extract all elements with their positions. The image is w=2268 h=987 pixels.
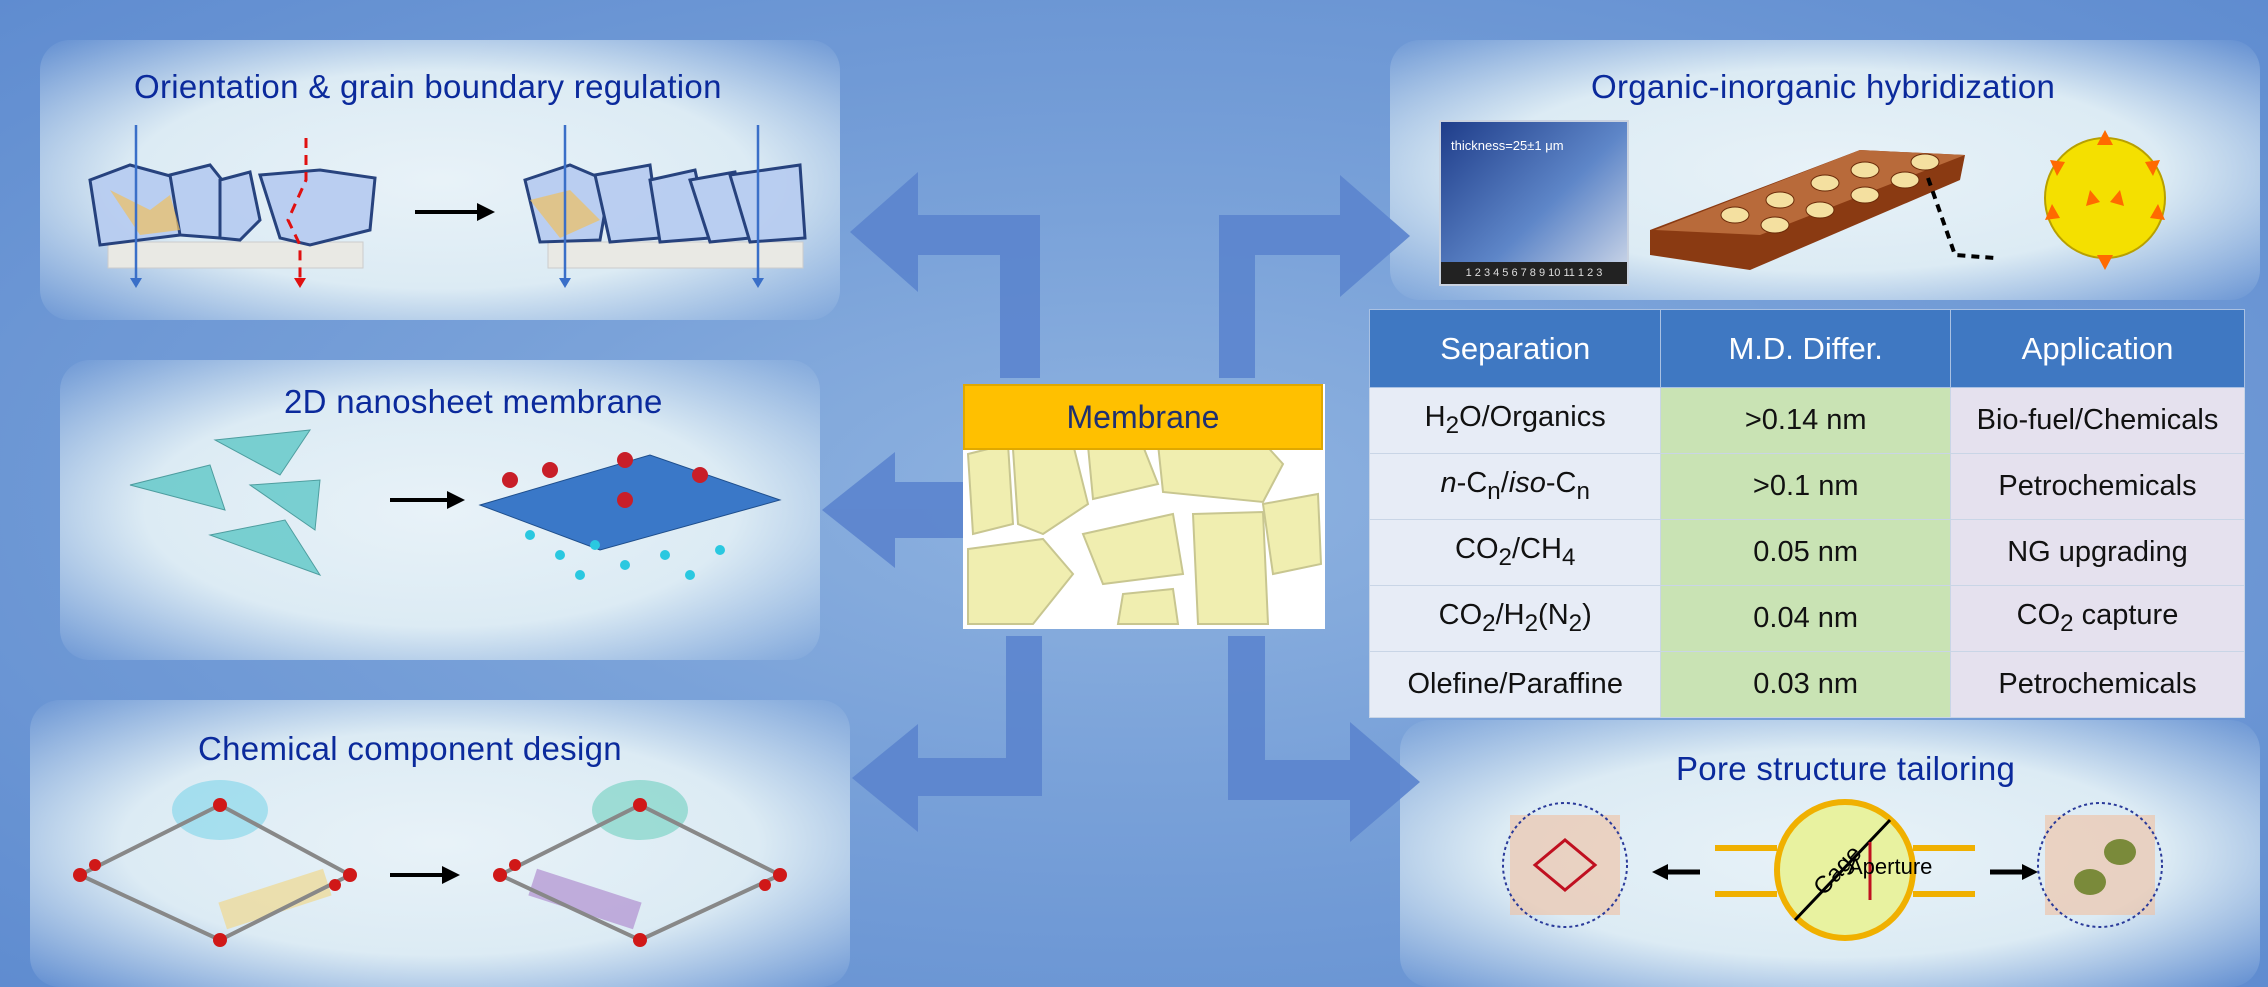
thickness-label: thickness=25±1 μm	[1451, 138, 1564, 153]
orientation-figure	[88, 125, 807, 288]
cell-separation: n-Cn/iso-Cn	[1368, 453, 1662, 520]
table-header-row: Separation M.D. Differ. Application	[1368, 309, 2246, 388]
membrane-label: Membrane	[963, 384, 1323, 450]
cell-md-differ: 0.05 nm	[1660, 519, 1951, 586]
cell-md-differ: >0.1 nm	[1660, 453, 1951, 520]
nanosheet-figure	[129, 429, 782, 580]
cell-md-differ: 0.04 nm	[1660, 585, 1951, 652]
title-orientation: Orientation & grain boundary regulation	[134, 68, 722, 105]
cell-md-differ: >0.14 nm	[1660, 387, 1951, 454]
header-application: Application	[1949, 309, 2246, 388]
title-nanosheet: 2D nanosheet membrane	[284, 383, 663, 420]
cell-separation: CO2/H2(N2)	[1368, 585, 1662, 652]
cell-application: Petrochemicals	[1949, 453, 2246, 520]
pore-figure: Cage Aperture	[1502, 799, 2163, 941]
mof-right	[2037, 802, 2163, 928]
header-separation: Separation	[1368, 309, 1662, 388]
cell-separation: H2O/Organics	[1368, 387, 1662, 454]
arrow-to-chemical	[852, 636, 1042, 832]
cell-application: NG upgrading	[1949, 519, 2246, 586]
header-md-differ: M.D. Differ.	[1660, 309, 1951, 388]
arrow-to-hybrid	[1219, 175, 1410, 378]
title-hybrid: Organic-inorganic hybridization	[1591, 68, 2056, 105]
membrane-photo: thickness=25±1 μm 1 2 3 4 5 6 7 8 9 10 1…	[1439, 120, 1629, 286]
chemical-figure	[73, 780, 787, 947]
separation-table: Separation M.D. Differ. Application H2O/…	[1368, 309, 2246, 718]
cell-separation: Olefine/Paraffine	[1368, 651, 1662, 718]
title-chemical: Chemical component design	[198, 730, 622, 767]
cell-application: CO2 capture	[1949, 585, 2246, 652]
ruler: 1 2 3 4 5 6 7 8 9 10 11 1 2 3	[1441, 262, 1627, 284]
cell-application: Bio-fuel/Chemicals	[1949, 387, 2246, 454]
cell-md-differ: 0.03 nm	[1660, 651, 1951, 718]
aperture-label: Aperture	[1848, 854, 1932, 879]
cell-application: Petrochemicals	[1949, 651, 2246, 718]
arrow-to-nanosheet	[822, 452, 963, 568]
mof-left	[1502, 802, 1628, 928]
cell-separation: CO2/CH4	[1368, 519, 1662, 586]
arrow-to-orientation	[850, 172, 1040, 378]
arrow-to-pore	[1228, 636, 1420, 842]
hybrid-figure	[1650, 130, 2166, 270]
title-pore: Pore structure tailoring	[1676, 750, 2016, 787]
